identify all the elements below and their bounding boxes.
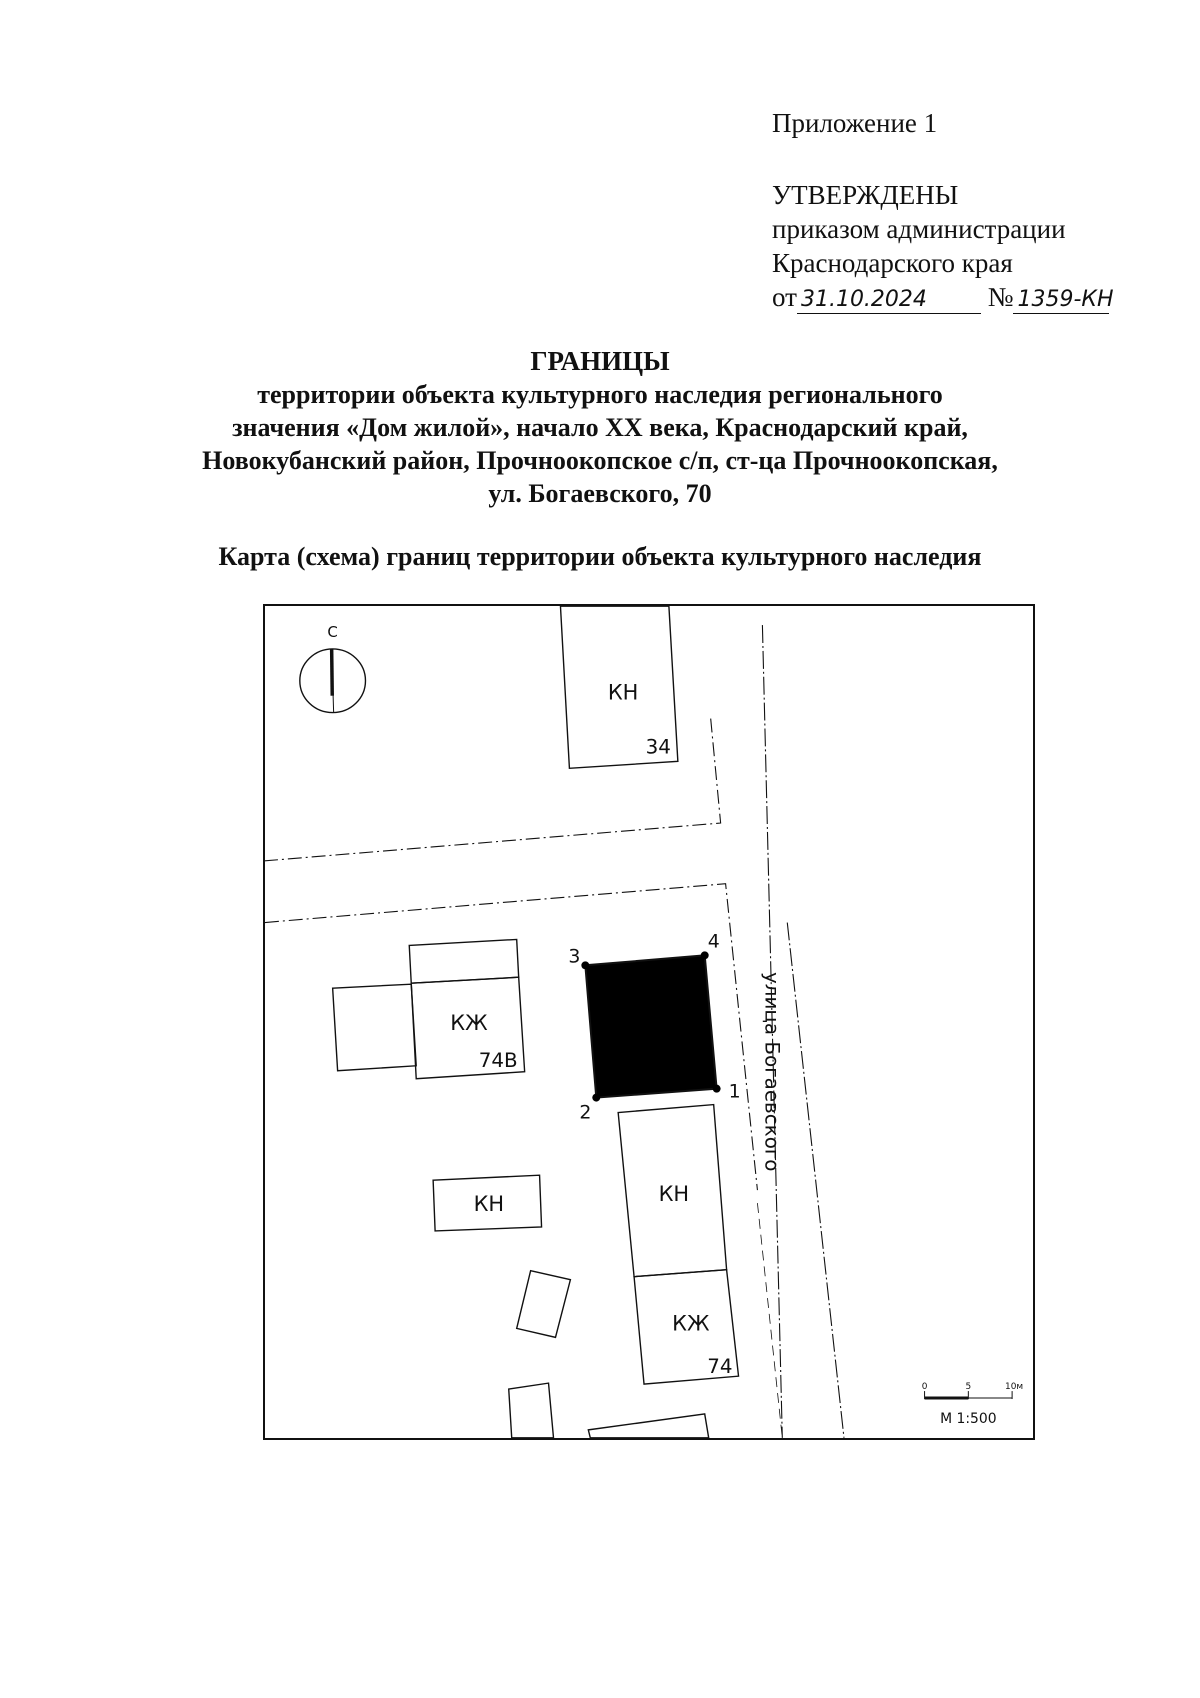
approval-block: Приложение 1 УТВЕРЖДЕНЫ приказом админис… [772,106,1114,314]
boundary-point-label: 2 [579,1101,591,1123]
map-caption: Карта (схема) границ территории объекта … [218,542,982,571]
scale-ratio-label: М 1:500 [940,1411,996,1427]
map-canvas: С КН 34 КЖ 74В КН КН КЖ 74 1 2 3 4 улица… [265,606,1023,1438]
title-heading: ГРАНИЦЫ [530,346,670,376]
building-small [515,1269,572,1339]
building-type-label: КН [474,1192,505,1216]
building-kzh-74v-annex [331,983,417,1072]
region-label: Краснодарского края [772,248,1013,278]
parcel-boundary [265,718,722,862]
title-line: Новокубанский район, Прочноокопское с/п,… [202,446,998,475]
building-number-label: 74 [707,1355,732,1378]
order-number: 1359-КН [1013,287,1114,314]
title-line: ул. Богаевского, 70 [488,479,712,508]
north-label: С [327,623,337,641]
road-edge [757,1203,783,1438]
street-label: улица Богаевского [760,972,783,1171]
building-bottom-1 [507,1382,555,1438]
building-type-label: КН [608,681,639,705]
road-edge [761,625,783,1438]
appendix-label: Приложение 1 [772,108,938,138]
order-date: 31.10.2024 [796,287,981,314]
building-type-label: КЖ [672,1311,710,1335]
building-bottom-2 [587,1413,710,1438]
building-type-label: КЖ [450,1011,488,1035]
order-label: приказом администрации [772,214,1066,244]
scale-tick-label: 10м [1005,1382,1023,1392]
boundary-point-label: 4 [708,930,720,952]
boundary-point-label: 1 [729,1081,741,1103]
building-kzh-74 [633,1268,740,1385]
building-number-label: 74В [479,1049,518,1072]
scale-tick-label: 5 [965,1382,971,1392]
title-line: территории объекта культурного наследия … [257,380,943,409]
building-type-label: КН [659,1182,690,1206]
building-kn-left [432,1174,543,1232]
road-edge [786,922,845,1438]
boundary-map: С КН 34 КЖ 74В КН КН КЖ 74 1 2 3 4 улица… [263,604,1035,1440]
boundary-point-label: 3 [568,945,580,967]
approved-label: УТВЕРЖДЕНЫ [772,180,959,210]
building-kzh-74v-top [408,938,520,984]
parcel-boundary [265,883,758,1191]
scale-tick-label: 0 [922,1382,928,1392]
document-title: ГРАНИЦЫ территории объекта культурного н… [0,345,1200,510]
date-prefix: от [772,282,797,312]
building-kn-34 [559,606,679,770]
title-line: значения «Дом жилой», начало XX века, Кр… [232,413,968,442]
north-arrow-icon [299,648,367,714]
number-prefix: № [987,282,1014,312]
building-number-label: 34 [646,735,671,758]
heritage-object-territory [581,951,721,1102]
scale-bar: 0 5 10м М 1:500 [922,1382,1023,1427]
